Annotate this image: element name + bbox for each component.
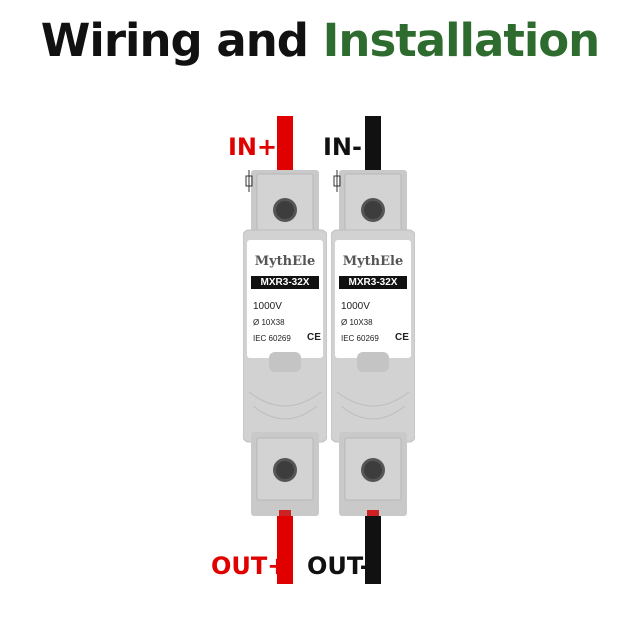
ce-mark-icon: CE <box>395 332 409 343</box>
brand-label: MythEle <box>254 254 316 269</box>
ce-mark-icon: CE <box>307 332 321 343</box>
brand-label: MythEle <box>342 254 404 269</box>
title-text: Wiring and <box>40 14 309 67</box>
positive-wire-bottom <box>277 512 293 584</box>
title-accent-text: Installation <box>322 14 601 67</box>
model-label: MXR3-32X <box>251 276 319 289</box>
screw-icon <box>273 198 297 516</box>
standard-label: IEC 60269 <box>253 334 291 343</box>
model-label: MXR3-32X <box>339 276 407 289</box>
voltage-rating: 1000V <box>341 301 370 312</box>
fuse-holder-module-positive: MythEle MXR3-32X 1000V Ø 10X38 IEC 60269… <box>243 170 327 516</box>
fuse-symbol-icon <box>245 170 253 192</box>
fuse-size: Ø 10X38 <box>253 318 285 327</box>
fuse-holder-module-negative: MythEle MXR3-32X 1000V Ø 10X38 IEC 60269… <box>331 170 415 516</box>
negative-wire-bottom <box>365 512 381 584</box>
screw-icon <box>361 198 385 516</box>
standard-label: IEC 60269 <box>341 334 379 343</box>
negative-wire-top <box>365 116 381 176</box>
fuse-size: Ø 10X38 <box>341 318 373 327</box>
label-out-minus: OUT- <box>307 552 370 580</box>
fuse-symbol-icon <box>333 170 341 192</box>
label-out-plus: OUT+ <box>211 552 288 580</box>
positive-wire-top <box>277 116 293 176</box>
label-in-minus: IN- <box>323 133 362 161</box>
page-title: Wiring and Installation <box>0 14 640 67</box>
label-in-plus: IN+ <box>228 133 278 161</box>
voltage-rating: 1000V <box>253 301 282 312</box>
